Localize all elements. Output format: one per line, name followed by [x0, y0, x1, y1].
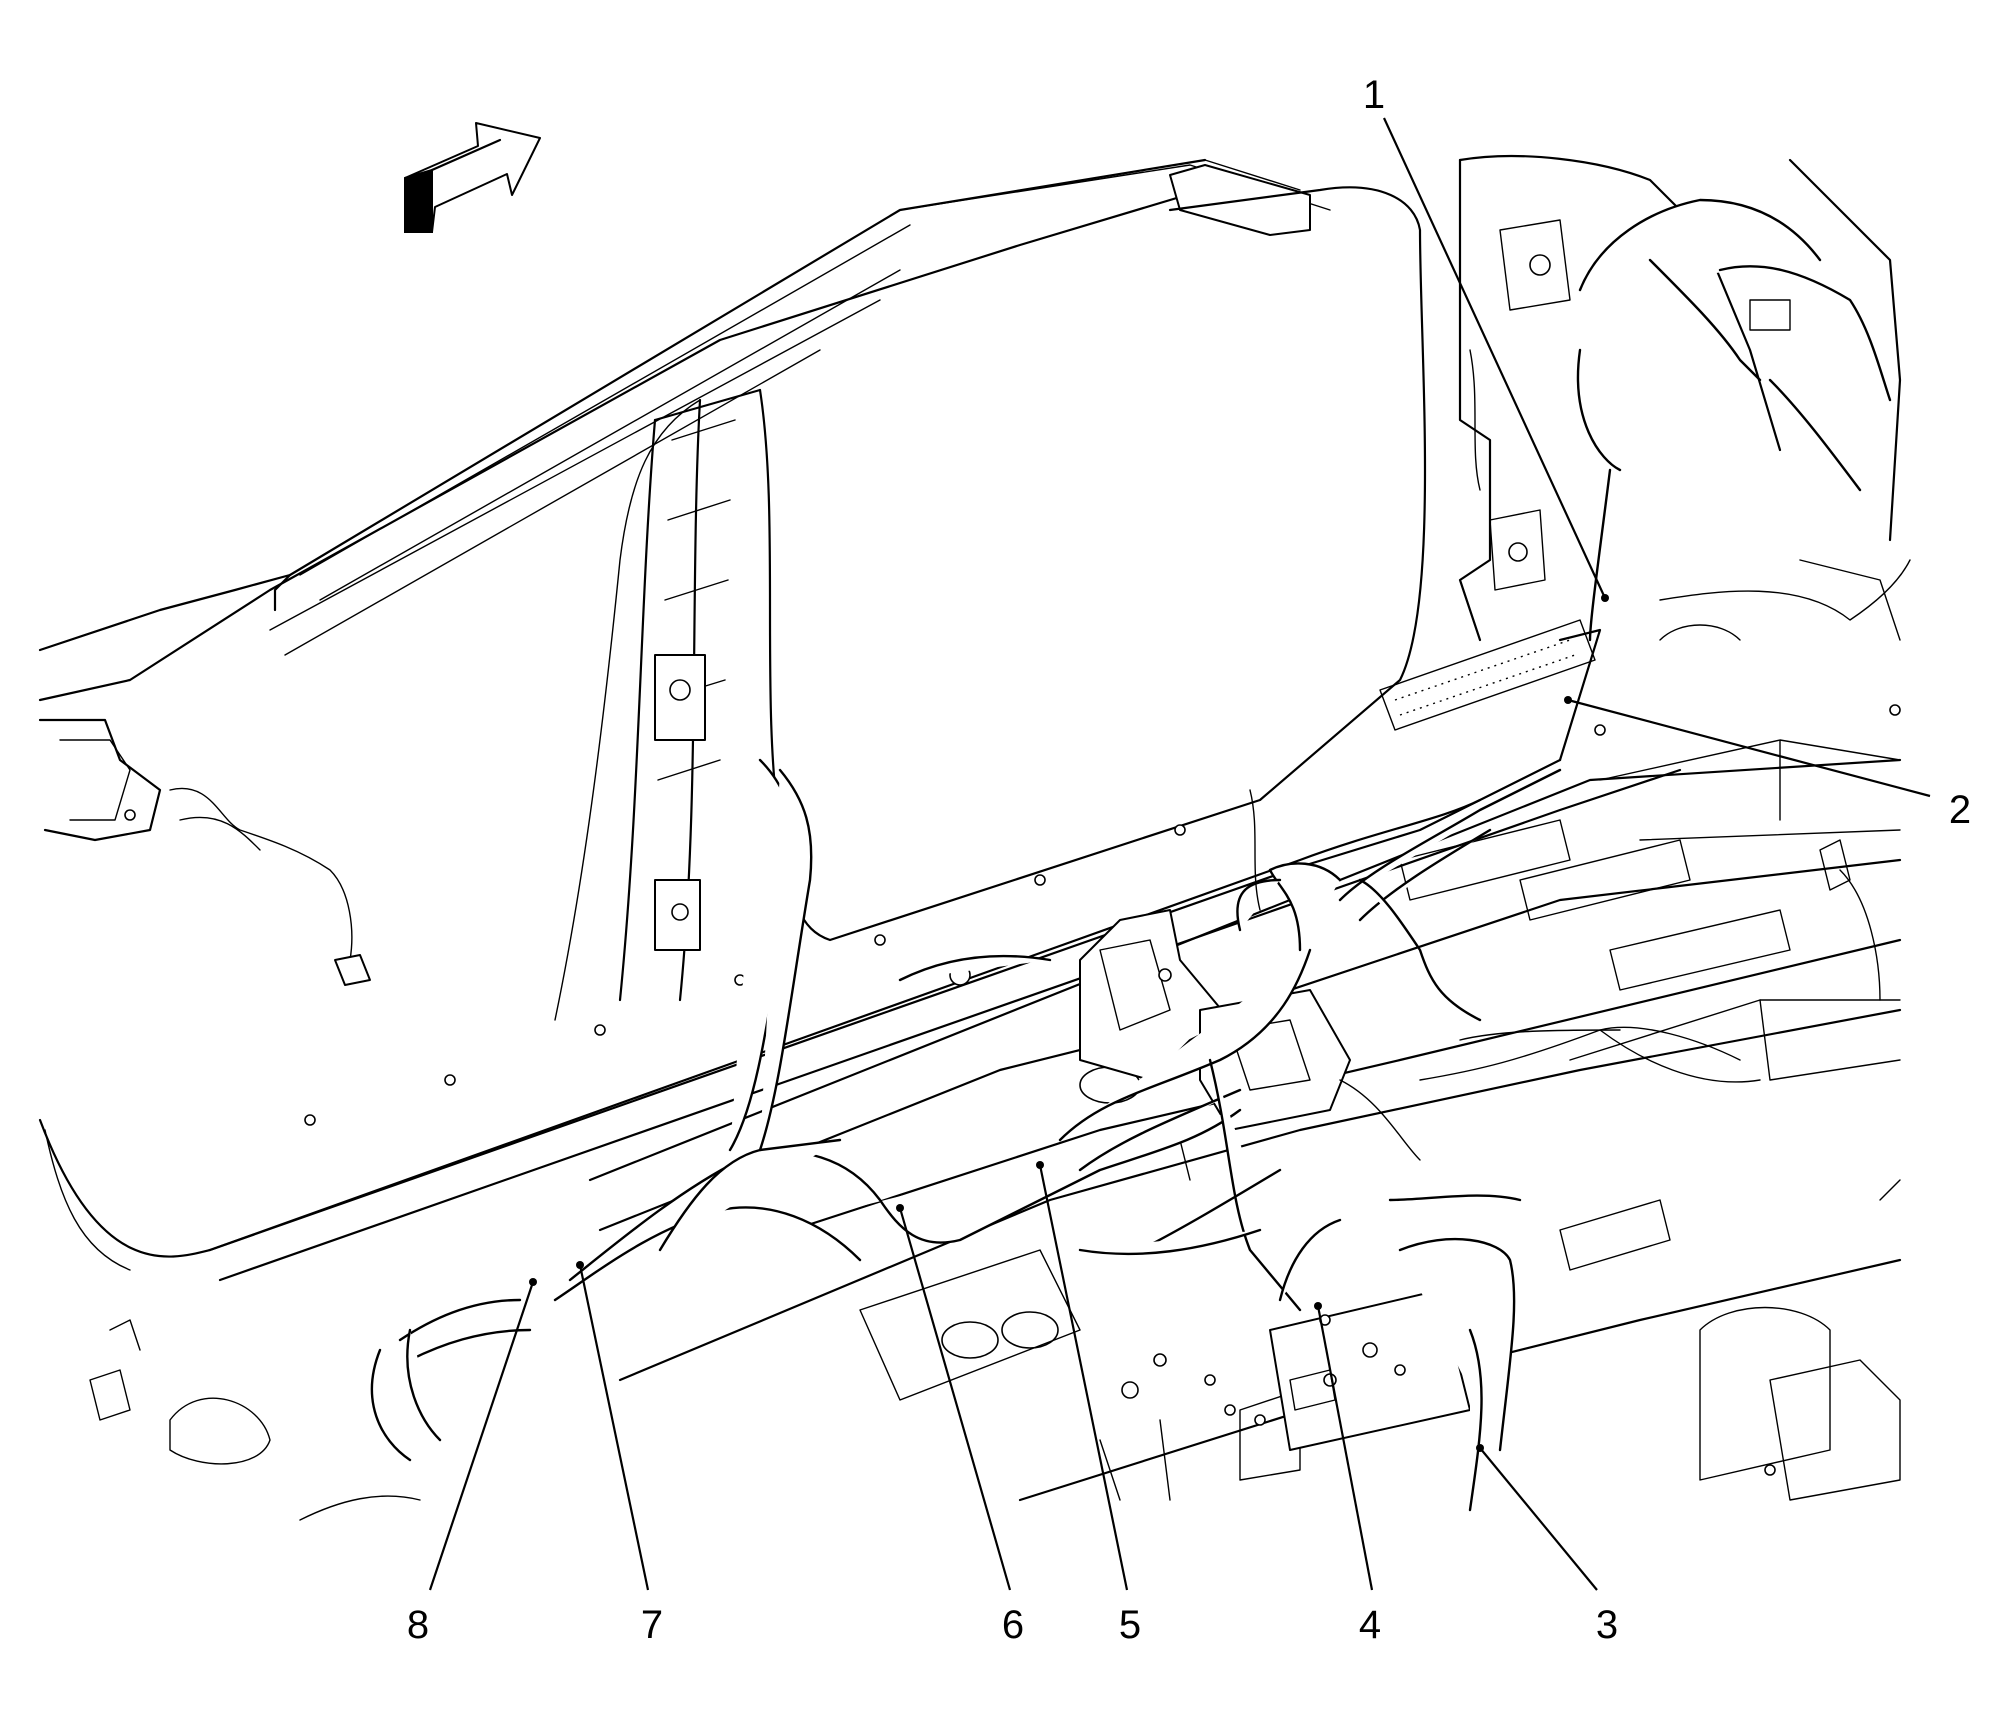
wiring-harness-main	[555, 760, 1560, 1510]
forward-direction-arrow-icon	[405, 123, 540, 232]
callout-leaders	[430, 118, 1930, 1590]
fasteners	[1154, 725, 1775, 1475]
leader-8	[430, 1282, 533, 1590]
callout-2: 2	[1949, 788, 1971, 832]
leader-dot-6	[896, 1204, 904, 1212]
callout-4: 4	[1359, 1603, 1381, 1647]
callout-3: 3	[1596, 1603, 1618, 1647]
leader-dot-7	[576, 1261, 584, 1269]
rear-body-side	[1460, 156, 1900, 715]
rear-door-opening	[40, 187, 1480, 1256]
roof-rail	[40, 160, 1330, 700]
leader-2	[1568, 700, 1930, 796]
callout-6: 6	[1002, 1603, 1024, 1647]
leader-6	[900, 1208, 1010, 1590]
leader-dot-8	[529, 1278, 537, 1286]
front-door-frame	[40, 720, 370, 1270]
leader-3	[1480, 1448, 1597, 1590]
leader-5	[1040, 1165, 1127, 1590]
leader-dot-1	[1601, 594, 1609, 602]
callout-7: 7	[641, 1603, 663, 1647]
wiring-harness-rear	[1578, 200, 1910, 1000]
callout-5: 5	[1119, 1603, 1141, 1647]
ground-wire	[1250, 790, 1760, 1160]
callout-8: 8	[407, 1603, 429, 1647]
leader-dot-3	[1476, 1444, 1484, 1452]
leader-dot-4	[1314, 1302, 1322, 1310]
leader-1	[1384, 118, 1605, 598]
callout-labels: 1 2 3 4 5 6 7 8	[407, 73, 1971, 1647]
wiring-harness-left	[90, 1300, 530, 1520]
leader-dot-5	[1036, 1161, 1044, 1169]
leader-7	[580, 1265, 648, 1590]
leader-4	[1318, 1306, 1372, 1590]
callout-1: 1	[1363, 73, 1385, 117]
leader-dot-2	[1564, 696, 1572, 704]
